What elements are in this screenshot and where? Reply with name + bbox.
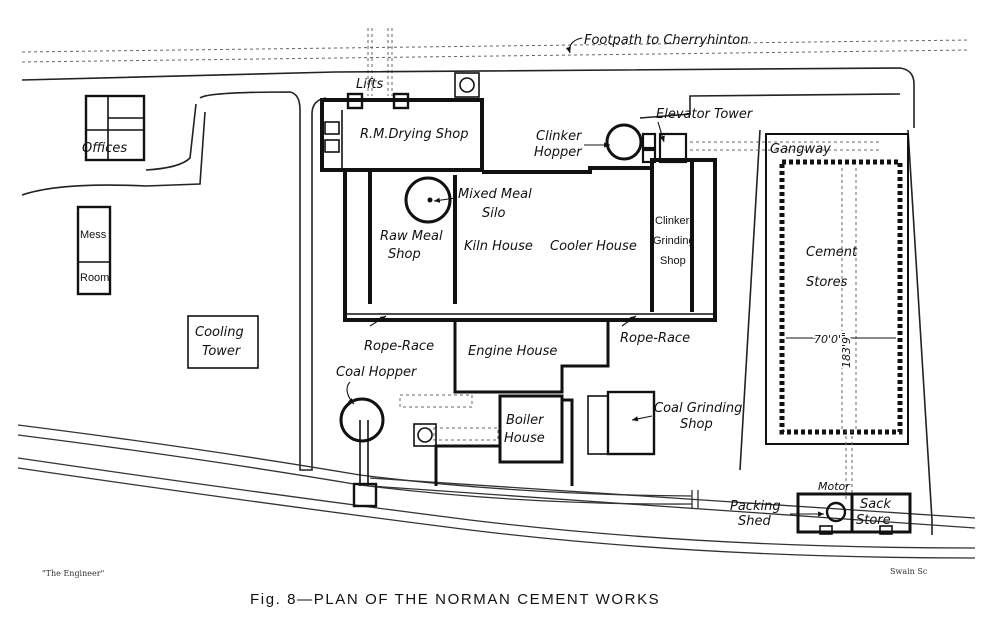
cement-stores xyxy=(765,133,909,500)
mixed-meal-label-2: Silo xyxy=(482,206,505,221)
rm-drying-shop xyxy=(320,98,484,172)
coal-hopper xyxy=(339,397,385,443)
elevator-tower-label: Elevator Tower xyxy=(656,107,754,122)
elevator-tower xyxy=(641,132,688,164)
cement-stores-label-2: Stores xyxy=(806,275,848,290)
footpath xyxy=(21,39,971,63)
footpath-label: Footpath to Cherryhinton xyxy=(584,33,748,48)
sack-label-2: Store xyxy=(856,513,891,528)
width-dimension-label: 70'0" xyxy=(814,333,843,346)
raw-meal-label-2: Shop xyxy=(388,247,421,262)
cooler-house-label: Cooler House xyxy=(550,239,637,254)
tanks xyxy=(399,394,499,447)
silo-center xyxy=(427,197,433,203)
boiler-label-2: House xyxy=(504,431,545,446)
figure-caption: Fig. 8—PLAN OF THE NORMAN CEMENT WORKS xyxy=(250,591,660,608)
lifts-lines xyxy=(367,28,393,96)
packing-label-2: Shed xyxy=(738,514,771,529)
cement-stores-label-1: Cement xyxy=(806,245,858,260)
coal-grinding-label-1: Coal Grinding xyxy=(654,401,742,416)
clinker-hopper xyxy=(605,123,643,161)
mess-room-building xyxy=(76,205,112,296)
coal-hopper-arrow xyxy=(346,381,355,405)
elevator-tower-arrow xyxy=(657,121,665,143)
mess-label: Mess xyxy=(80,229,107,241)
rope-race-left-arrow xyxy=(369,315,387,327)
well xyxy=(454,72,480,98)
cooling-tower-label-2: Tower xyxy=(202,344,242,359)
clinker-grinding-label-2: Grinding xyxy=(653,235,695,247)
offices-building xyxy=(84,94,146,162)
motor-label: Motor xyxy=(818,480,851,493)
lifts-label: Lifts xyxy=(356,77,384,92)
coal-grinding-shop xyxy=(587,390,656,456)
kiln-block xyxy=(343,158,717,322)
rope-race-right-arrow xyxy=(621,315,637,327)
rope-race-right-label: Rope-Race xyxy=(620,331,690,346)
boiler-house xyxy=(434,394,574,486)
packing-shed-sack-store xyxy=(796,492,912,535)
length-dimension-label: 183'9" xyxy=(840,332,853,368)
cooling-tower-label-1: Cooling xyxy=(195,325,244,340)
railway xyxy=(17,424,976,559)
gangway-label: Gangway xyxy=(770,142,831,157)
roads xyxy=(21,67,933,535)
offices-label: Offices xyxy=(82,141,127,156)
engine-house-label: Engine House xyxy=(468,344,557,359)
silo-arrow xyxy=(433,197,457,203)
gangway xyxy=(690,141,880,151)
coal-grinding-arrow xyxy=(631,415,653,422)
mixed-meal-silo xyxy=(404,176,452,224)
room-label: Room xyxy=(80,272,109,284)
coal-chute xyxy=(352,420,378,508)
boiler-label-1: Boiler xyxy=(506,413,545,428)
raw-meal-label-1: Raw Meal xyxy=(380,229,443,244)
clinker-hopper-label-2: Hopper xyxy=(534,145,583,160)
packing-label-1: Packing xyxy=(730,499,781,514)
kiln-house-label: Kiln House xyxy=(464,239,533,254)
footpath-arrow xyxy=(565,37,583,54)
rm-drying-shop-label: R.M.Drying Shop xyxy=(360,127,469,142)
clinker-grinding-label-3: Shop xyxy=(660,255,686,267)
coal-grinding-label-2: Shop xyxy=(680,417,713,432)
clinker-hopper-label-1: Clinker xyxy=(536,129,583,144)
mixed-meal-label-1: Mixed Meal xyxy=(458,187,532,202)
credit-left: "The Engineer" xyxy=(42,569,104,578)
sack-label-1: Sack xyxy=(860,497,891,512)
clinker-grinding-label-1: Clinker xyxy=(655,215,690,227)
rope-race-left-label: Rope-Race xyxy=(364,339,434,354)
credit-right: Swain Sc xyxy=(890,567,928,576)
coal-hopper-label: Coal Hopper xyxy=(336,365,418,380)
engine-house xyxy=(453,320,610,394)
cooling-tower xyxy=(187,315,259,369)
